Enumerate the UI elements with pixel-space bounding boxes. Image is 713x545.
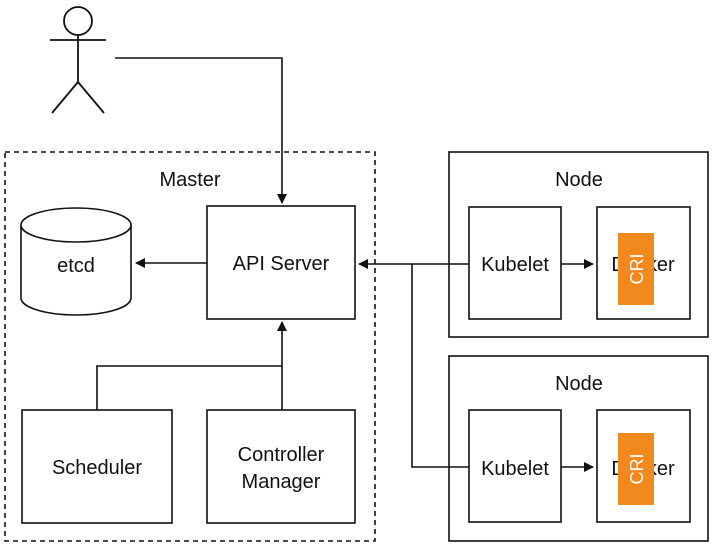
controller-manager-label-line1: Controller [238, 444, 325, 466]
etcd-label: etcd [57, 255, 95, 277]
user-icon [50, 6, 106, 114]
master-container [4, 151, 376, 542]
node-1-cri-label: CRI [627, 254, 647, 285]
node-1-kubelet-label: Kubelet [481, 254, 549, 276]
node-1-kubelet-box [468, 206, 562, 320]
node-1-label: Node [555, 169, 603, 191]
scheduler-to-apiserver-connector [96, 365, 282, 410]
node-2-label: Node [555, 373, 603, 395]
node-1-container: Node Kubelet Docker CRI [448, 151, 709, 338]
scheduler-box: Scheduler [21, 409, 173, 524]
api-server-label: API Server [233, 253, 330, 275]
node-2-container: Node Kubelet Docker CRI [448, 355, 709, 542]
master-label: Master [159, 169, 220, 191]
scheduler-label: Scheduler [52, 457, 142, 479]
controller-manager-label-line2: Manager [242, 471, 321, 493]
user-to-apiserver-arrow [115, 57, 287, 204]
node-2-kubelet-label: Kubelet [481, 458, 549, 480]
node-2-kubelet-box [468, 409, 562, 523]
kubelet-2-to-apiserver-connector [411, 264, 469, 468]
node-2-cri-badge [618, 433, 654, 505]
etcd-cylinder: etcd [20, 207, 132, 316]
node-1-cri-badge [618, 233, 654, 305]
node-2-cri-label: CRI [627, 454, 647, 485]
api-server-box: API Server [206, 205, 356, 320]
controller-manager-box: Controller Manager [206, 409, 356, 524]
